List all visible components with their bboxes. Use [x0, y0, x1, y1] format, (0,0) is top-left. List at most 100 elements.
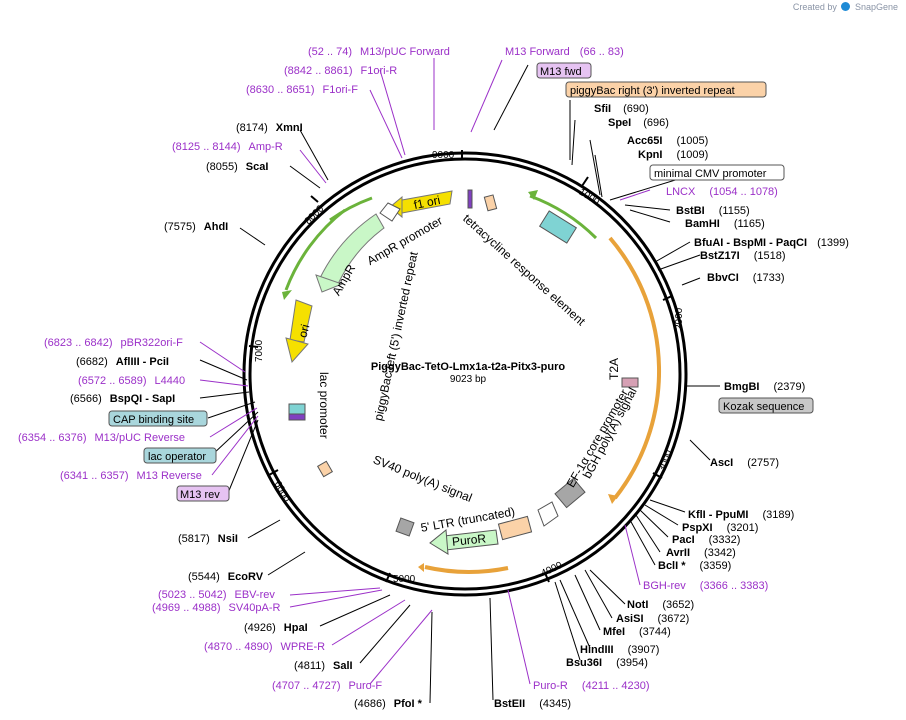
site-label: Acc65I(1005): [627, 135, 708, 147]
tick-label: 6000: [271, 479, 292, 504]
tick-label: 3000: [657, 448, 675, 473]
site-label: Puro-R(4211 .. 4230): [533, 680, 650, 692]
site-label: (8630 .. 8651)F1ori-F: [246, 84, 358, 96]
badge-label: M13 fwd: [540, 66, 582, 78]
feature-arcs: [282, 189, 662, 574]
brand-watermark: Created by SnapGene: [793, 2, 898, 12]
m13-fwd-badge: M13 fwd: [536, 62, 592, 79]
feature-label: T2A: [607, 358, 621, 380]
badge-label: minimal CMV promoter: [654, 168, 767, 180]
plasmid-name: PiggyBac-TetO-Lmx1a-t2a-Pitx3-puro: [371, 361, 565, 373]
site-label: NotI(3652): [627, 599, 694, 611]
site-label: BmgBI(2379): [724, 381, 805, 393]
feature-label: piggyBac left (5') inverted repeat: [371, 250, 421, 422]
site-label: BGH-rev(3366 .. 3383): [643, 580, 768, 592]
boxed-labels: M13 fwd piggyBac right (3') inverted rep…: [108, 62, 814, 502]
site-label: BstEII(4345): [494, 698, 571, 710]
site-label: AscI(2757): [710, 457, 779, 469]
brand-name: SnapGene: [854, 2, 898, 12]
ampr-arc-2: [329, 196, 373, 222]
tick-label: 9000: [432, 150, 455, 161]
puro-orange-arc: [424, 565, 509, 574]
plasmid-length: 9023 bp: [450, 374, 487, 385]
feature-label: SV40 poly(A) signal: [371, 452, 474, 504]
ltr-box: [497, 515, 533, 541]
insert-orange-arc: [608, 236, 662, 500]
badge-label: piggyBac right (3') inverted repeat: [570, 85, 735, 97]
ampr-arrow-head: [315, 274, 344, 293]
site-label: (4870 .. 4890)WPRE-R: [204, 641, 325, 653]
tick-label: 8000: [303, 203, 327, 227]
site-labels: (52 .. 74)M13/pUC Forward M13 Forward(66…: [18, 46, 849, 710]
backbone-outer-ring: [242, 151, 688, 597]
site-label: AsiSI(3672): [616, 613, 689, 625]
site-label: LNCX(1054 .. 1078): [666, 186, 778, 198]
site-label: (8174)XmnI: [236, 122, 303, 134]
feature-label: lac promoter: [317, 372, 331, 439]
site-label: BstZ17I(1518): [700, 250, 786, 262]
site-label: BfuAI - BspMI - PaqCI(1399): [694, 237, 849, 249]
kozak-badge: Kozak sequence: [718, 397, 814, 414]
m13-fwd-box: [467, 189, 473, 209]
site-label: (8125 .. 8144)Amp-R: [172, 141, 283, 153]
site-label: KflI - PpuMI(3189): [688, 509, 794, 521]
site-label: BclI *(3359): [658, 560, 731, 572]
brand-prefix: Created by: [792, 2, 837, 12]
leader-lines: [199, 58, 720, 704]
tre-arrow-head: [528, 190, 538, 200]
puro-arrow-head: [418, 563, 424, 572]
piggybac-right-box: [483, 194, 498, 212]
badge-label: CAP binding site: [113, 414, 194, 426]
site-label: KpnI(1009): [638, 149, 708, 161]
site-label: SfiI(690): [594, 103, 649, 115]
site-label: (4707 .. 4727)Puro-F: [272, 680, 382, 692]
site-label: SpeI(696): [608, 117, 669, 129]
ori-head: [285, 337, 309, 364]
site-label: (5023 .. 5042)EBV-rev: [158, 589, 275, 601]
site-label: (6572 .. 6589)L4440: [78, 375, 185, 387]
site-label: (52 .. 74)M13/pUC Forward: [308, 46, 450, 58]
backbone-inner-ring: [248, 157, 682, 591]
site-label: (6566)BspQI - SapI: [70, 393, 175, 405]
minimal-cmv-badge: minimal CMV promoter: [649, 164, 785, 181]
badge-label: M13 rev: [180, 489, 220, 501]
t2a-box: [621, 377, 639, 388]
tick-marks: [248, 150, 673, 583]
site-label: MfeI(3744): [603, 626, 671, 638]
site-label: HindIII(3907): [580, 644, 659, 656]
feature-label: bGH poly(A) signal: [580, 385, 640, 481]
ori-arrow: [289, 299, 313, 343]
site-label: PspXI(3201): [682, 522, 758, 534]
puror-head: [429, 529, 449, 555]
site-label: (6682)AflIII - PciI: [76, 356, 169, 368]
tick-label: 7000: [254, 339, 265, 362]
sv40-box: [395, 517, 415, 537]
site-label: AvrII(3342): [666, 547, 736, 559]
site-label: (6823 .. 6842)pBR322ori-F: [44, 337, 183, 349]
ampr-promoter-arrow: [379, 202, 401, 222]
insert-arrow-head: [608, 494, 618, 504]
cap-box: [288, 403, 306, 415]
feature-label: PuroR: [451, 531, 487, 549]
snapgene-logo-icon: [841, 2, 851, 11]
site-label: (4686)PfoI *: [354, 698, 423, 710]
site-label: PacI(3332): [672, 534, 740, 546]
site-label: M13 Forward(66 .. 83): [505, 46, 624, 58]
cap-binding-badge: CAP binding site: [108, 410, 208, 427]
site-label: (8842 .. 8861)F1ori-R: [284, 65, 397, 77]
site-label: (6354 .. 6376)M13/pUC Reverse: [18, 432, 185, 444]
ampr-arc-head: [282, 290, 292, 300]
site-label: Bsu36I(3954): [566, 657, 648, 669]
tick-label: 5000: [393, 574, 416, 585]
site-label: (5817)NsiI: [178, 533, 238, 545]
site-label: (4811)SalI: [294, 660, 353, 672]
lac-promoter-box: [288, 413, 306, 421]
site-label: BbvCI(1733): [707, 272, 785, 284]
bgh-box: [554, 477, 586, 509]
ef1a-arrow: [537, 501, 559, 527]
site-label: (6341 .. 6357)M13 Reverse: [60, 470, 202, 482]
tick-label: 2000: [674, 307, 685, 330]
feature-label: f1 ori: [412, 193, 441, 212]
badge-label: Kozak sequence: [723, 401, 804, 413]
